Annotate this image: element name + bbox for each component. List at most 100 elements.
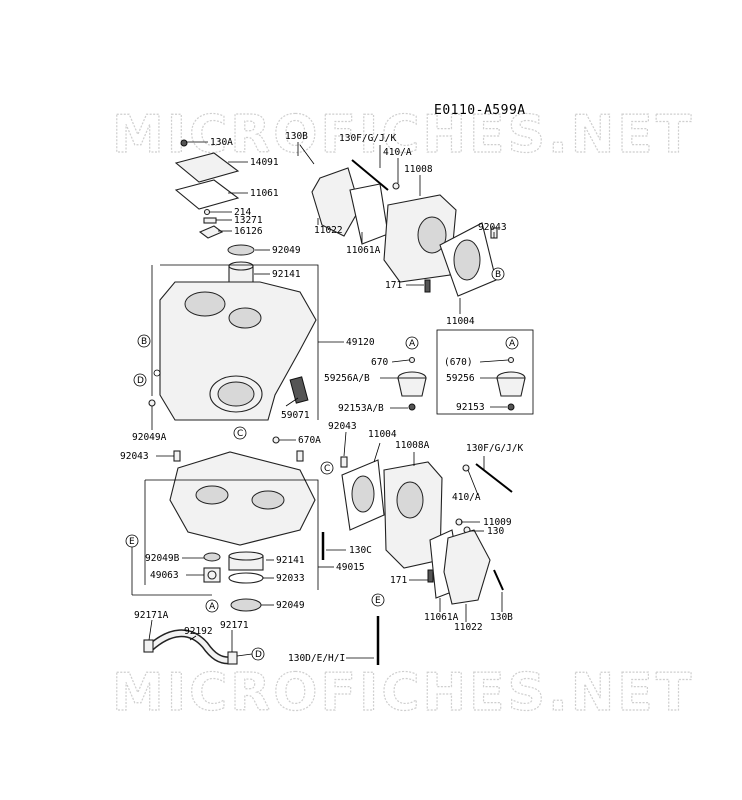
label-130: 130 — [487, 526, 504, 537]
callout-C-upper-block: C — [233, 426, 247, 440]
label-92171: 92171 — [220, 620, 249, 631]
cover-plate-14091 — [174, 152, 240, 183]
lower-bore-right — [251, 490, 285, 510]
crankcase-upper-49120 — [159, 281, 317, 421]
bolt-130F-lower — [475, 463, 513, 493]
svg-text:C: C — [324, 464, 330, 474]
o-ring-670 — [408, 356, 416, 364]
label-130F-lower: 130F/G/J/K — [466, 443, 523, 454]
callouts: A B C D E A A B — [125, 267, 519, 661]
upper-cylinder-head-group — [299, 144, 498, 297]
bolt-130A — [180, 139, 188, 147]
breather-59256A-B-body — [397, 377, 427, 397]
label-49063: 49063 — [150, 570, 179, 581]
oil-seal-92049-bottom — [230, 598, 262, 612]
label-92033: 92033 — [276, 573, 305, 584]
cylinder-bore-right — [228, 307, 262, 329]
o-ring-670A — [272, 436, 280, 444]
label-92043-left: 92043 — [120, 451, 149, 462]
breather-parts — [397, 356, 526, 411]
label-49015: 49015 — [336, 562, 365, 573]
label-130B-lower: 130B — [490, 612, 513, 623]
label-171-lower: 171 — [390, 575, 407, 586]
pin-92043-left — [173, 450, 181, 462]
label-92049A: 92049A — [132, 432, 167, 443]
label-92153: 92153 — [456, 402, 485, 413]
label-130C: 130C — [349, 545, 372, 556]
label-670-paren: (670) — [444, 357, 473, 368]
callout-E-bracket-line — [131, 547, 212, 596]
bolt-130F-top — [351, 159, 389, 191]
lower-crankcase-group — [143, 450, 325, 665]
label-130B-top: 130B — [285, 131, 308, 142]
label-11022-top: 11022 — [314, 225, 343, 236]
bolt-171-lower — [427, 569, 434, 583]
label-11061: 11061 — [250, 188, 279, 199]
svg-text:E: E — [375, 596, 381, 606]
watermark-bottom: MICROFICHES.NET — [112, 663, 694, 723]
plug-92049A — [148, 399, 156, 407]
oil-filter-pipe-59071 — [289, 376, 309, 404]
svg-text:B: B — [141, 337, 147, 347]
pin-92043-right — [296, 450, 304, 462]
callout-A-breather: A — [405, 336, 419, 350]
cylinder-bore-left — [184, 291, 226, 317]
callout-B-small — [153, 369, 161, 377]
svg-text:D: D — [137, 376, 144, 386]
label-59256: 59256 — [446, 373, 475, 384]
bolt-92153 — [507, 403, 515, 411]
head-gasket-11004-lower-hole — [351, 475, 375, 513]
callout-B-upper-block: B — [137, 334, 151, 348]
bolt-171-top — [424, 279, 431, 293]
crankcase-lower-49015 — [169, 451, 316, 546]
label-92141-bottom: 92141 — [276, 555, 305, 566]
head-port-11008A — [396, 481, 424, 519]
gasket-11061A-top — [349, 183, 389, 245]
label-171-top: 171 — [385, 280, 402, 291]
breather-59256-body — [496, 377, 526, 397]
seal-92049B — [203, 552, 221, 562]
label-670A: 670A — [298, 435, 321, 446]
clamp-92171 — [227, 651, 238, 665]
label-59071: 59071 — [281, 410, 310, 421]
label-410A-top: 410/A — [383, 147, 412, 158]
label-92153A-B: 92153A/B — [338, 403, 384, 414]
label-16126: 16126 — [234, 226, 263, 237]
plate-16126 — [198, 225, 224, 239]
upper-cylinder-block-group — [148, 139, 319, 444]
callout-D-upper-block: D — [133, 373, 147, 387]
callout-B-head: B — [491, 267, 505, 281]
svg-text:A: A — [409, 339, 416, 349]
lower-bore-left — [195, 485, 229, 505]
svg-text:A: A — [509, 339, 516, 349]
label-92043-lower: 92043 — [328, 421, 357, 432]
breather-group-box — [436, 329, 534, 415]
label-11061A-top: 11061A — [346, 245, 381, 256]
callout-A-lower-crankcase: A — [205, 599, 219, 613]
label-14091: 14091 — [250, 157, 279, 168]
label-11061A-lower: 11061A — [424, 612, 459, 623]
label-130A: 130A — [210, 137, 233, 148]
label-11008: 11008 — [404, 164, 433, 175]
clamp-92171A — [143, 639, 154, 653]
callout-A-breather-box: A — [505, 336, 519, 350]
lower-cylinder-head-group — [340, 456, 513, 665]
label-11022-lower: 11022 — [454, 622, 483, 633]
label-130F-top: 130F/G/J/K — [339, 133, 396, 144]
plate-13271 — [203, 217, 217, 224]
gasket-11061 — [174, 179, 240, 210]
bushing-92141-bottom-rim — [228, 551, 264, 561]
washer-214 — [203, 208, 211, 216]
svg-text:B: B — [495, 270, 501, 280]
bushing-92141-top-rim — [228, 261, 254, 271]
oil-seal-92049-top — [227, 244, 255, 256]
label-92171A: 92171A — [134, 610, 169, 621]
label-13271: 13271 — [234, 215, 263, 226]
bolt-92153A-B — [408, 403, 416, 411]
label-92043-top: 92043 — [478, 222, 507, 233]
bolt-130B-lower — [493, 569, 504, 591]
label-92049-top: 92049 — [272, 245, 301, 256]
bracket-lower-block — [145, 479, 319, 590]
label-92049B: 92049B — [145, 553, 180, 564]
